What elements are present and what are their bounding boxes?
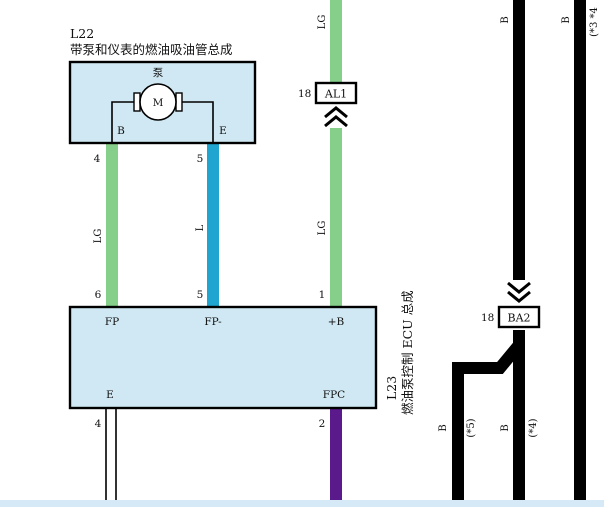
wire-b-ba2-down <box>513 330 525 502</box>
ecu-name: 燃油泵控制 ECU 总成 <box>400 290 415 415</box>
connector-al1-box <box>314 81 358 105</box>
ecu-box <box>68 305 378 410</box>
note-n4: (*4) <box>528 418 539 437</box>
pin-ecu-b: 1 <box>319 289 326 301</box>
wire-color-lg-b-lower: LG <box>317 221 328 236</box>
wire-color-b-branch: B <box>438 424 449 431</box>
wire-color-b-ba2-top: B <box>500 16 511 23</box>
wire-lg-b-top <box>330 0 342 83</box>
pin-ecu-fp: 6 <box>95 289 102 301</box>
wire-b-ba2-branch-left <box>452 330 525 502</box>
pump-assembly-code: L22 <box>70 26 94 41</box>
pin-pump-b: 4 <box>94 153 101 165</box>
pump-terminal-b: B <box>117 125 125 137</box>
motor-cap-left <box>133 92 141 112</box>
note-n5: (*5) <box>466 418 477 437</box>
connector-ba2-box <box>497 305 541 329</box>
ecu-terminal-b: +B <box>328 316 345 328</box>
wire-b-far-right <box>574 0 586 502</box>
ecu-code: L23 <box>384 376 399 400</box>
wire-lg-fp <box>106 143 118 307</box>
connector-al1-pin: 18 <box>298 88 311 100</box>
pump-circuit-left <box>111 101 140 143</box>
motor-cap-right <box>175 92 183 112</box>
pin-ecu-e: 4 <box>95 418 102 430</box>
pump-label: 泵 <box>153 67 164 79</box>
pin-pump-e: 5 <box>197 153 204 165</box>
pin-ecu-fpm: 5 <box>197 289 204 301</box>
connector-ba2-pin: 18 <box>481 312 494 324</box>
motor-label: M <box>153 97 164 109</box>
wire-l-fpm <box>207 143 219 307</box>
pin-ecu-fpc: 2 <box>319 418 326 430</box>
ecu-terminal-fpm: FP- <box>204 316 222 328</box>
wire-lg-b-lower <box>330 128 342 307</box>
wire-color-b-ba2-down: B <box>500 424 511 431</box>
motor-icon <box>139 83 177 121</box>
note-n3: (*3 *4 <box>589 7 600 37</box>
wire-purple-fpc <box>330 408 342 502</box>
wire-color-l-fpm: L <box>195 224 206 231</box>
chevron-up-al1-icon <box>324 106 348 128</box>
connector-al1-label: AL1 <box>324 88 347 101</box>
bottom-strip <box>0 500 604 507</box>
pump-terminal-e: E <box>219 125 227 137</box>
chevron-down-ba2-icon <box>507 281 531 303</box>
connector-ba2-label: BA2 <box>507 312 530 325</box>
ecu-terminal-fpc: FPC <box>323 389 345 401</box>
pump-assembly-name: 带泵和仪表的燃油吸油管总成 <box>70 42 233 57</box>
ecu-terminal-e: E <box>106 389 114 401</box>
wire-b-ba2-top <box>513 0 525 280</box>
ecu-terminal-fp: FP <box>105 316 119 328</box>
wire-color-lg-b-top: LG <box>317 15 328 30</box>
wire-color-b-far-right: B <box>561 16 572 23</box>
pump-circuit-right <box>176 101 214 143</box>
wire-color-lg-fp: LG <box>93 229 104 244</box>
